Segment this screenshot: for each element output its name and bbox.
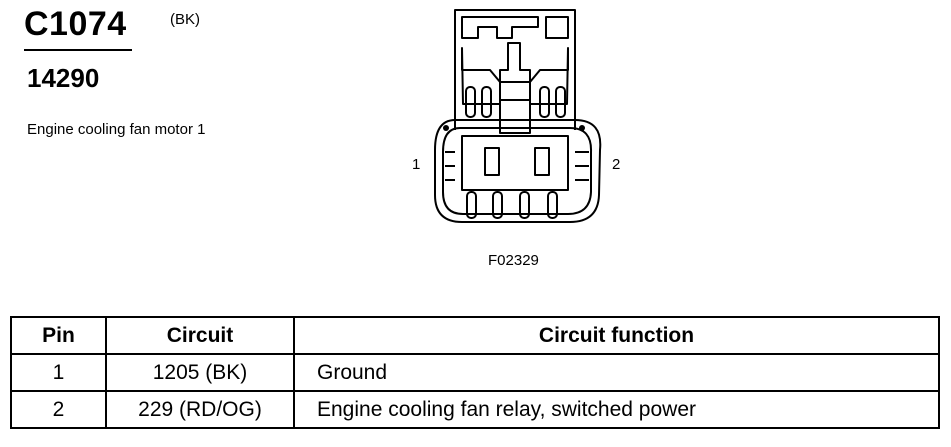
header-pin: Pin <box>10 316 107 355</box>
corner-dot-left <box>443 125 449 131</box>
connector-body-outer <box>434 119 602 223</box>
latch-arm <box>499 42 531 83</box>
latch-housing-outline <box>454 9 576 130</box>
connector-id: C1074 <box>24 5 127 43</box>
latch-rib-right-outer <box>555 86 566 118</box>
bottom-rib-1 <box>466 191 477 219</box>
latch-top-slot <box>461 16 539 39</box>
header-circuit-function: Circuit function <box>293 316 940 355</box>
cell-circuit: 1205 (BK) <box>105 353 295 392</box>
bottom-rib-3 <box>519 191 530 219</box>
cell-circuit-function: Engine cooling fan relay, switched power <box>293 390 940 429</box>
bottom-rib-4 <box>547 191 558 219</box>
pin-2-callout: 2 <box>612 156 621 173</box>
title-underline <box>24 49 132 51</box>
cell-circuit-function: Ground <box>293 353 940 392</box>
corner-dot-right <box>579 125 585 131</box>
latch-rib-right-inner <box>539 86 550 118</box>
header-circuit: Circuit <box>105 316 295 355</box>
latch-top-right-tab <box>545 16 569 39</box>
connector-description: Engine cooling fan motor 1 <box>27 121 206 138</box>
pin-1-callout: 1 <box>412 156 421 173</box>
terminal-cavity-frame <box>461 135 569 191</box>
pinout-table: Pin Circuit Circuit function 1 1205 (BK)… <box>10 316 940 429</box>
cell-circuit: 229 (RD/OG) <box>105 390 295 429</box>
terminal-pin-2 <box>534 147 550 176</box>
cell-pin: 2 <box>10 390 107 429</box>
table-row: 1 1205 (BK) Ground <box>10 353 940 392</box>
pinout-header-row: Pin Circuit Circuit function <box>10 316 940 355</box>
bottom-rib-2 <box>492 191 503 219</box>
table-row: 2 229 (RD/OG) Engine cooling fan relay, … <box>10 390 940 429</box>
terminal-pin-1 <box>484 147 500 176</box>
latch-release-button <box>499 99 531 134</box>
figure-id: F02329 <box>488 252 539 269</box>
connector-face-drawing <box>434 9 602 223</box>
latch-rib-left-outer <box>465 86 476 118</box>
connector-color-code: (BK) <box>170 11 200 28</box>
cell-pin: 1 <box>10 353 107 392</box>
latch-arm-left-guide <box>461 47 501 105</box>
latch-arm-right-guide <box>529 47 569 105</box>
part-number: 14290 <box>27 63 100 93</box>
latch-rib-left-inner <box>481 86 492 118</box>
connector-body-inner <box>442 127 593 215</box>
